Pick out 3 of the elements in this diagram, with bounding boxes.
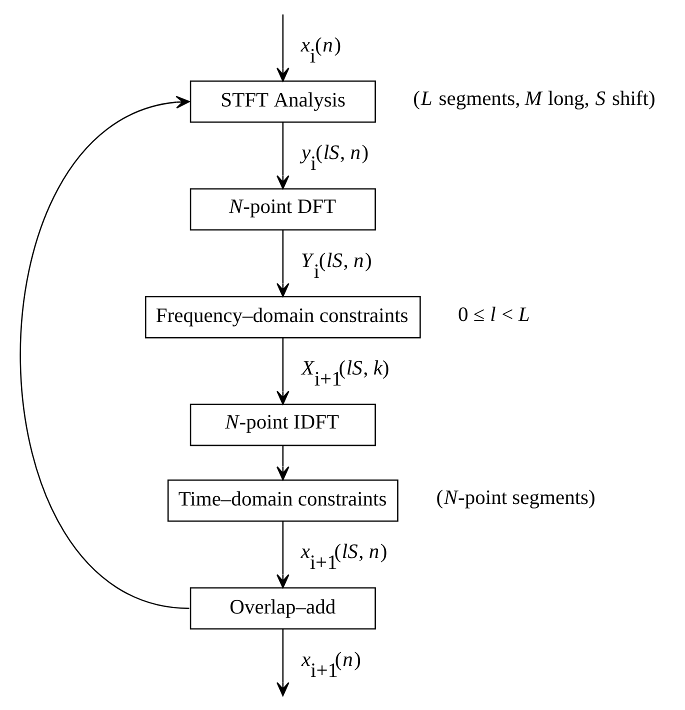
node-label: (N-point segments) — [436, 487, 595, 510]
node-label: (L segments, M long, S shift) — [412, 88, 655, 110]
node-label: 0 ≤ l < L — [458, 304, 530, 326]
